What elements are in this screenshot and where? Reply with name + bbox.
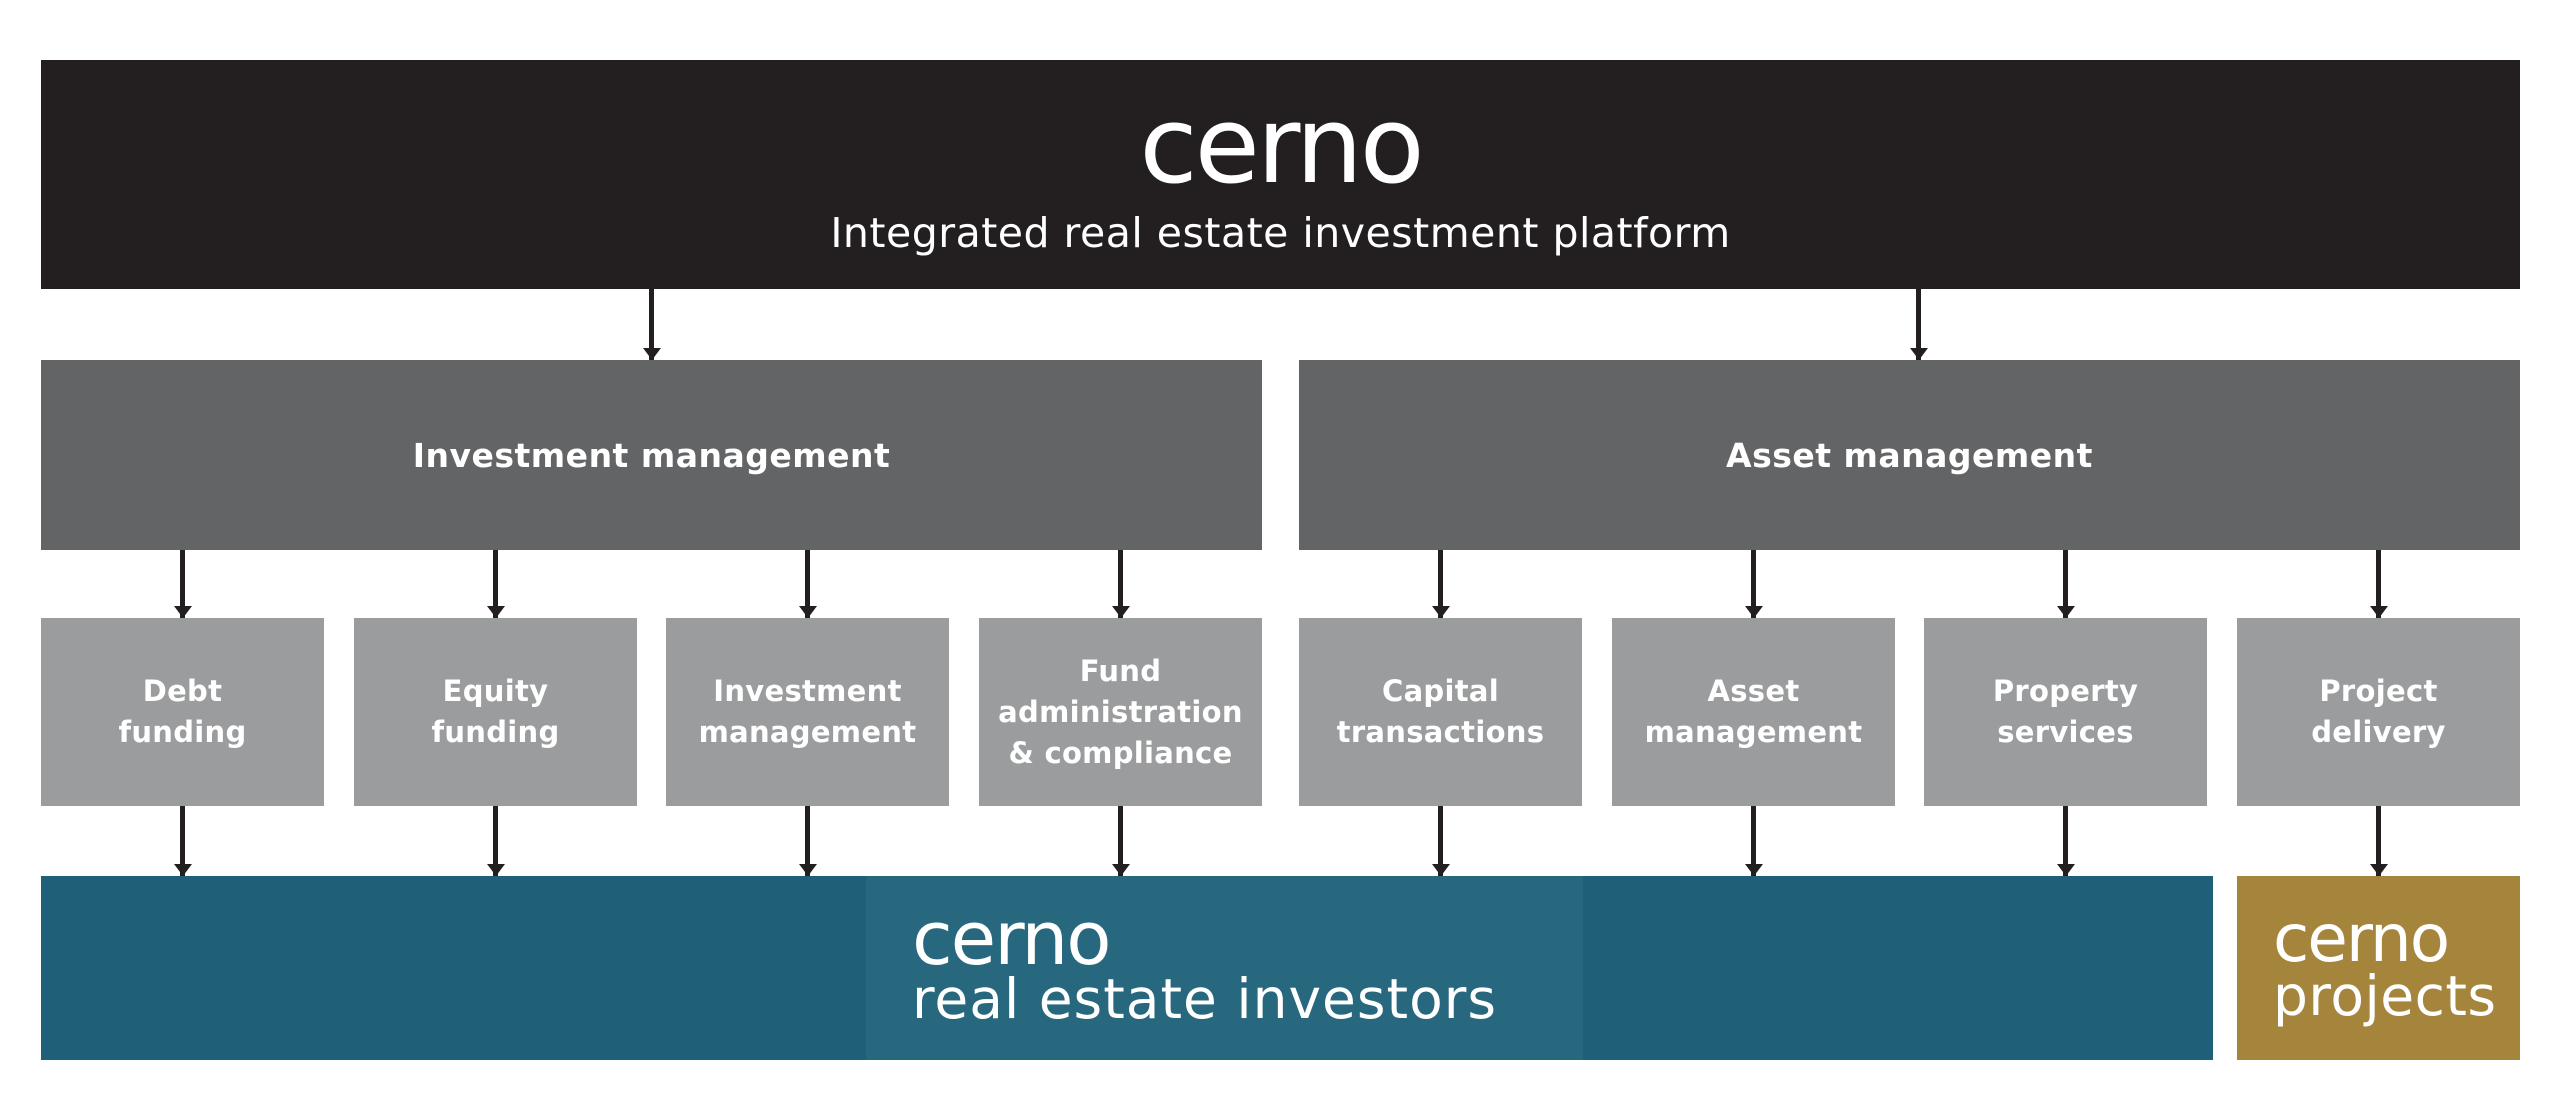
service-label-line: Equity [442, 674, 549, 708]
division-box-investment-management: Investment management [41, 360, 1262, 550]
service-label-line: management [1644, 715, 1863, 749]
connector-service-entity [1438, 806, 1443, 876]
division-box-asset-management: Asset management [1299, 360, 2520, 550]
service-label-line: Fund [1079, 653, 1162, 688]
service-label-line: Asset [1707, 674, 1800, 708]
service-label-line: Capital [1381, 674, 1500, 708]
platform-tagline: Integrated real estate investment platfo… [830, 208, 1731, 257]
connector-service-entity [180, 806, 185, 876]
service-box-property-services: Property services [1924, 618, 2207, 806]
service-label-line: administration [998, 694, 1243, 729]
platform-banner: cerno Integrated real estate investment … [41, 60, 2520, 289]
service-label-line: Investment [713, 674, 902, 708]
service-box-project-delivery: Project delivery [2237, 618, 2520, 806]
projects-name: projects [2273, 963, 2497, 1028]
connector-service-entity [2376, 806, 2381, 876]
connector-division-service [1438, 550, 1443, 618]
connector-service-entity [1751, 806, 1756, 876]
service-label-line: services [1997, 715, 2134, 749]
entity-box-real-estate-investors: cerno real estate investors [41, 876, 2213, 1060]
service-label-line: management [698, 715, 917, 749]
projects-cerno-wordmark: cerno [2273, 900, 2450, 978]
service-box-debt-funding: Debt funding [41, 618, 324, 806]
entity-box-cerno-projects: cerno projects [2237, 876, 2520, 1060]
service-label-line: delivery [2311, 715, 2446, 749]
service-label-line: transactions [1336, 715, 1545, 749]
connector-service-entity [805, 806, 810, 876]
investors-name: real estate investors [912, 966, 1498, 1031]
connector-service-entity [493, 806, 498, 876]
connector-division-service [1751, 550, 1756, 618]
service-box-capital-transactions: Capital transactions [1299, 618, 1582, 806]
connector-division-service [805, 550, 810, 618]
division-label: Investment management [412, 435, 891, 475]
service-box-asset-management: Asset management [1612, 618, 1895, 806]
investors-logo-band: cerno real estate investors [866, 876, 1583, 1060]
connector-banner-investment [649, 289, 654, 360]
connector-division-service [2063, 550, 2068, 618]
service-label-line: funding [431, 715, 560, 749]
service-label-line: Project [2319, 674, 2438, 708]
cerno-wordmark: cerno [1139, 83, 1424, 207]
service-label-line: & compliance [1008, 735, 1233, 770]
connector-division-service [2376, 550, 2381, 618]
connector-division-service [1118, 550, 1123, 618]
service-box-equity-funding: Equity funding [354, 618, 637, 806]
connector-service-entity [2063, 806, 2068, 876]
service-label-line: funding [118, 715, 247, 749]
service-box-investment-management: Investment management [666, 618, 949, 806]
investors-cerno-wordmark: cerno [912, 896, 1112, 983]
service-box-fund-administration-compliance: Fund administration & compliance [979, 618, 1262, 806]
connector-service-entity [1118, 806, 1123, 876]
service-label-line: Debt [142, 674, 223, 708]
service-label-line: Property [1992, 674, 2139, 708]
division-label: Asset management [1726, 435, 2093, 475]
connector-division-service [180, 550, 185, 618]
connector-banner-asset [1916, 289, 1921, 360]
connector-division-service [493, 550, 498, 618]
